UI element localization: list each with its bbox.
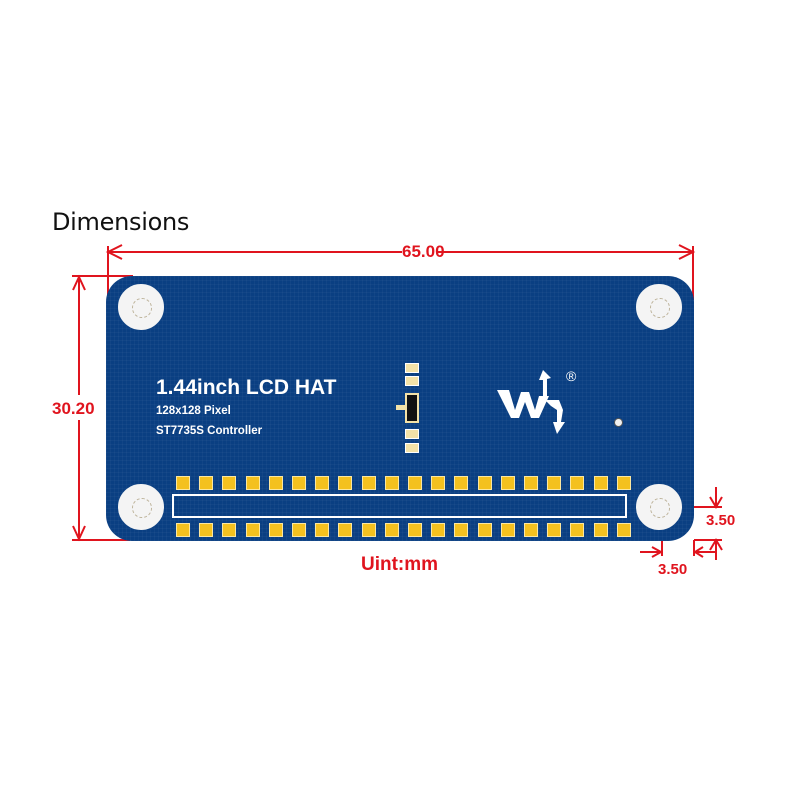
- gpio-pad: [268, 476, 283, 490]
- registered-mark: ®: [566, 368, 577, 384]
- gpio-pad: [524, 523, 538, 537]
- mounting-hole-top-left: [118, 284, 164, 330]
- gpio-pad: [500, 476, 515, 490]
- height-dimension-label: 30.20: [52, 399, 95, 418]
- gpio-header-outline: [172, 494, 627, 518]
- mounting-hole-top-right: [636, 284, 682, 330]
- hole-offset-y-label: 3.50: [706, 512, 736, 529]
- switch-component: [405, 393, 419, 423]
- via-hole: [614, 418, 623, 427]
- gpio-pad: [268, 523, 283, 537]
- gpio-pad: [315, 476, 330, 490]
- gpio-pad: [570, 523, 585, 537]
- waveshare-logo-icon: [497, 370, 565, 434]
- gpio-pad: [593, 476, 608, 490]
- gpio-pad: [477, 476, 492, 490]
- gpio-pad: [454, 523, 469, 537]
- gpio-pad: [431, 523, 446, 537]
- gpio-pad: [616, 476, 631, 490]
- board-controller: ST7735S Controller: [156, 425, 263, 437]
- gpio-pad: [176, 476, 190, 490]
- gpio-pad: [245, 476, 260, 490]
- gpio-pad: [477, 523, 492, 537]
- width-dimension-label: 65.00: [402, 242, 445, 261]
- gpio-pad: [454, 476, 469, 490]
- switch-lead: [396, 405, 405, 410]
- gpio-pad: [292, 523, 306, 537]
- gpio-pad: [408, 476, 422, 490]
- gpio-pad: [524, 476, 538, 490]
- smd-component: [405, 429, 419, 439]
- gpio-pad: [315, 523, 330, 537]
- board-resolution: 128x128 Pixel: [156, 405, 231, 417]
- gpio-pad: [199, 523, 214, 537]
- gpio-pad: [500, 523, 515, 537]
- gpio-pad: [361, 476, 376, 490]
- gpio-pad: [222, 476, 237, 490]
- board-name: 1.44inch LCD HAT: [156, 376, 337, 399]
- unit-label: Uint:mm: [361, 554, 439, 575]
- gpio-pad: [431, 476, 446, 490]
- gpio-pad: [199, 476, 214, 490]
- gpio-pad: [384, 523, 399, 537]
- gpio-pad: [384, 476, 399, 490]
- mounting-hole-bottom-right: [636, 484, 682, 530]
- smd-component: [405, 443, 419, 453]
- gpio-pad: [245, 523, 260, 537]
- gpio-pad: [593, 523, 608, 537]
- hole-offset-x-label: 3.50: [658, 561, 688, 578]
- diagram-title: Dimensions: [52, 208, 190, 236]
- gpio-pad: [292, 476, 306, 490]
- gpio-pad: [338, 523, 353, 537]
- gpio-pad: [616, 523, 631, 537]
- gpio-pad: [408, 523, 422, 537]
- gpio-pad: [570, 476, 585, 490]
- gpio-pad: [547, 476, 562, 490]
- gpio-pad: [338, 476, 353, 490]
- mounting-hole-bottom-left: [118, 484, 164, 530]
- smd-component: [405, 363, 419, 373]
- gpio-pad: [547, 523, 562, 537]
- gpio-pad: [361, 523, 376, 537]
- smd-component: [405, 376, 419, 386]
- gpio-pad: [222, 523, 237, 537]
- gpio-pad: [176, 523, 190, 537]
